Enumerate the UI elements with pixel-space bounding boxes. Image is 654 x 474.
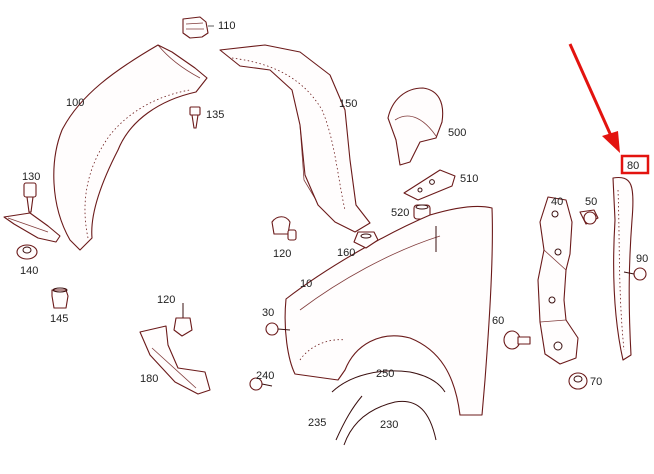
part-120-rivet-lower — [173, 303, 193, 337]
part-40-bracket — [537, 196, 579, 365]
highlight-box-80 — [620, 154, 650, 175]
part-160-clip — [353, 231, 379, 249]
part-120-rivet-upper — [271, 216, 297, 241]
label-50: 50 — [585, 196, 597, 208]
red-arrow-icon — [568, 43, 620, 153]
part-145-nut — [51, 287, 69, 309]
label-520: 520 — [391, 207, 409, 219]
label-10: 10 — [300, 278, 312, 290]
label-240: 240 — [256, 370, 274, 382]
part-250-arch-trim — [331, 370, 446, 393]
label-135: 135 — [206, 109, 224, 121]
label-120-lower: 120 — [157, 294, 175, 306]
label-90: 90 — [636, 253, 648, 265]
part-80-trim-strip — [612, 176, 634, 361]
part-90-bolt — [623, 267, 647, 281]
part-230-arch-trim — [343, 400, 437, 446]
label-510: 510 — [460, 173, 478, 185]
label-110: 110 — [218, 20, 236, 32]
part-150-wheel-liner — [219, 44, 371, 233]
part-110-clip — [182, 16, 214, 39]
part-30-screw — [265, 322, 291, 336]
label-100: 100 — [66, 97, 84, 109]
part-140-clip — [16, 244, 38, 260]
label-120-upper: 120 — [273, 248, 291, 260]
label-40: 40 — [551, 196, 563, 208]
part-135-screw — [189, 106, 201, 129]
label-30: 30 — [262, 307, 274, 319]
label-230: 230 — [380, 419, 398, 431]
label-145: 145 — [50, 313, 68, 325]
label-140: 140 — [20, 265, 38, 277]
label-250: 250 — [376, 368, 394, 380]
label-130: 130 — [22, 171, 40, 183]
label-160: 160 — [337, 247, 355, 259]
part-500-cap — [387, 87, 444, 166]
part-50-bolt — [579, 209, 599, 225]
part-130-screw — [23, 182, 37, 213]
part-510-plate — [403, 169, 456, 201]
part-180-mud-flap — [139, 325, 211, 395]
label-500: 500 — [448, 127, 466, 139]
part-240-screw — [249, 377, 273, 391]
part-60-bolt — [503, 330, 531, 350]
part-70-nut — [568, 372, 588, 390]
label-70: 70 — [590, 376, 602, 388]
label-80: 80 — [627, 160, 639, 172]
label-235: 235 — [308, 417, 326, 429]
label-180: 180 — [140, 373, 158, 385]
part-10-fender — [284, 205, 493, 416]
part-235-trim — [335, 395, 363, 441]
label-150: 150 — [339, 98, 357, 110]
label-60: 60 — [492, 315, 504, 327]
part-100-wheel-liner — [3, 44, 208, 251]
